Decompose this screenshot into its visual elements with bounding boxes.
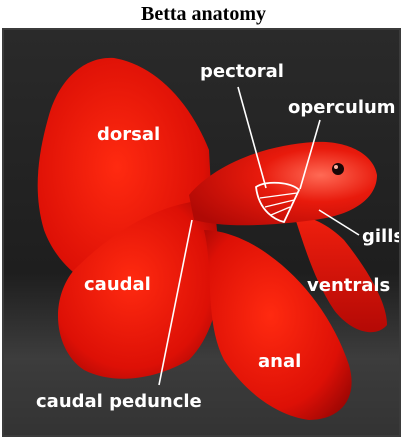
diagram-title: Betta anatomy (0, 1, 407, 27)
label-caudal: caudal (84, 274, 151, 295)
betta-photo: pectoral operculum dorsal gills caudal v… (2, 28, 401, 437)
label-dorsal: dorsal (97, 124, 160, 145)
label-operculum: operculum (288, 97, 396, 118)
label-ventrals: ventrals (307, 275, 390, 296)
label-pectoral: pectoral (200, 61, 284, 82)
label-gills: gills (362, 226, 399, 247)
label-caudal-peduncle: caudal peduncle (36, 391, 202, 412)
label-anal: anal (258, 351, 301, 372)
eye-shape (332, 163, 344, 175)
